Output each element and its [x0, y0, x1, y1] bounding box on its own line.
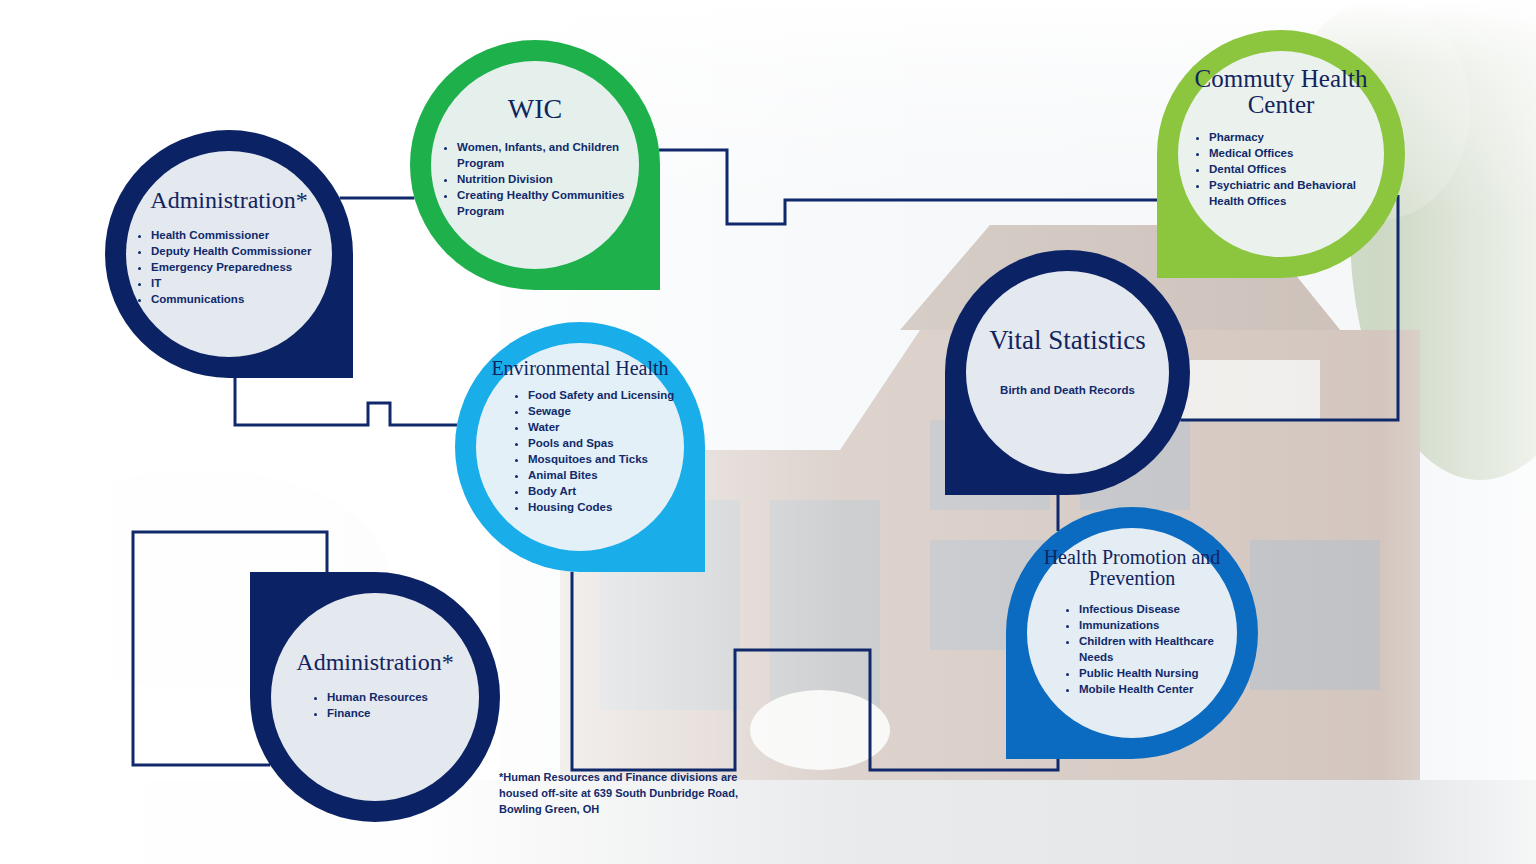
department-heading: Health Promotion and Prevention — [1032, 547, 1232, 589]
department-heading: Administration* — [275, 650, 475, 675]
outer-ring — [1157, 30, 1405, 278]
service-item: Medical Offices — [1209, 145, 1385, 161]
service-item: Public Health Nursing — [1079, 665, 1215, 681]
connector-line — [340, 197, 415, 200]
circle-outline — [945, 250, 1190, 495]
outer-ring — [410, 40, 660, 290]
service-item: Mobile Health Center — [1079, 681, 1215, 697]
outer-ring — [1006, 507, 1258, 759]
department-circle: Health Promotion and PreventionInfectiou… — [1006, 507, 1258, 759]
service-item: IT — [151, 275, 327, 291]
circle-content: Administration* Health CommissionerDeputy… — [105, 188, 353, 307]
outer-ring — [945, 250, 1190, 495]
service-item: Sewage — [528, 403, 689, 419]
service-item: Food Safety and Licensing — [528, 387, 689, 403]
service-item: Dental Offices — [1209, 161, 1385, 177]
inner-tint — [1178, 51, 1384, 257]
department-circle: Environmental HealthFood Safety and Lice… — [455, 322, 705, 572]
service-item: Mosquitoes and Ticks — [528, 451, 689, 467]
department-heading: Administration* — [129, 188, 329, 213]
inner-tint — [966, 271, 1169, 474]
service-item: Animal Bites — [528, 467, 689, 483]
inner-fill — [966, 271, 1169, 474]
service-item: Human Resources — [327, 689, 473, 705]
circle-content: Environmental HealthFood Safety and Lice… — [455, 358, 705, 515]
service-list: Infectious DiseaseImmunizationsChildren … — [1065, 601, 1215, 697]
service-item: Nutrition Division — [457, 171, 633, 187]
service-item: Women, Infants, and Children Program — [457, 139, 633, 171]
service-item: Deputy Health Commissioner — [151, 243, 327, 259]
circle-content: Commuty Health CenterPharmacyMedical Off… — [1157, 66, 1405, 209]
circle-outline — [410, 40, 660, 290]
department-circle: Administration* Health CommissionerDeputy… — [105, 130, 353, 378]
department-circle: Commuty Health CenterPharmacyMedical Off… — [1157, 30, 1405, 278]
inner-tint — [431, 61, 639, 269]
service-item: Water — [528, 419, 689, 435]
service-item: Children with Healthcare Needs — [1079, 633, 1215, 665]
connector-line — [572, 572, 1058, 770]
outer-ring — [250, 572, 500, 822]
department-heading: WIC — [435, 94, 635, 123]
service-item: Infectious Disease — [1079, 601, 1215, 617]
service-item: Finance — [327, 705, 473, 721]
circle-content: Health Promotion and PreventionInfectiou… — [1006, 547, 1258, 697]
circle-content: Administration* Human ResourcesFinance — [250, 650, 500, 721]
inner-tint — [1027, 528, 1237, 738]
department-circle: WIC Women, Infants, and Children ProgramN… — [410, 40, 660, 290]
service-list: Health CommissionerDeputy Health Commiss… — [137, 227, 327, 307]
footnote: *Human Resources and Finance divisions a… — [499, 769, 749, 817]
service-item: Creating Healthy Communities Program — [457, 187, 633, 219]
inner-fill — [1027, 528, 1237, 738]
service-list: Food Safety and LicensingSewageWaterPool… — [514, 387, 689, 515]
service-item: Body Art — [528, 483, 689, 499]
service-item: Communications — [151, 291, 327, 307]
circle-content: Vital StatisticsBirth and Death Records — [945, 326, 1190, 398]
inner-tint — [126, 151, 332, 357]
service-list: Women, Infants, and Children ProgramNutr… — [443, 139, 633, 219]
connector-line — [235, 378, 457, 425]
service-list: PharmacyMedical OfficesDental OfficesPsy… — [1195, 129, 1385, 209]
inner-tint — [271, 593, 479, 801]
service-item: Health Commissioner — [151, 227, 327, 243]
outer-ring — [105, 130, 353, 378]
department-heading: Commuty Health Center — [1186, 66, 1376, 119]
department-circle: Vital StatisticsBirth and Death Records — [945, 250, 1190, 495]
service-item: Psychiatric and Behavioral Health Office… — [1209, 177, 1385, 209]
department-heading: Environmental Health — [485, 358, 675, 379]
connector-line — [1057, 495, 1060, 531]
department-heading: Vital Statistics — [958, 326, 1178, 354]
inner-fill — [271, 593, 479, 801]
circle-outline — [1006, 507, 1258, 759]
department-description: Birth and Death Records — [968, 382, 1168, 398]
service-item: Emergency Preparedness — [151, 259, 327, 275]
service-item: Housing Codes — [528, 499, 689, 515]
service-item: Pharmacy — [1209, 129, 1385, 145]
service-item: Pools and Spas — [528, 435, 689, 451]
service-item: Immunizations — [1079, 617, 1215, 633]
inner-fill — [431, 61, 639, 269]
inner-fill — [126, 151, 332, 357]
connector-line — [659, 150, 1166, 224]
circle-content: WIC Women, Infants, and Children ProgramN… — [410, 94, 660, 219]
department-circle: Administration* Human ResourcesFinance — [250, 572, 500, 822]
service-list: Human ResourcesFinance — [313, 689, 473, 721]
inner-fill — [1178, 51, 1384, 257]
outer-ring — [455, 322, 705, 572]
